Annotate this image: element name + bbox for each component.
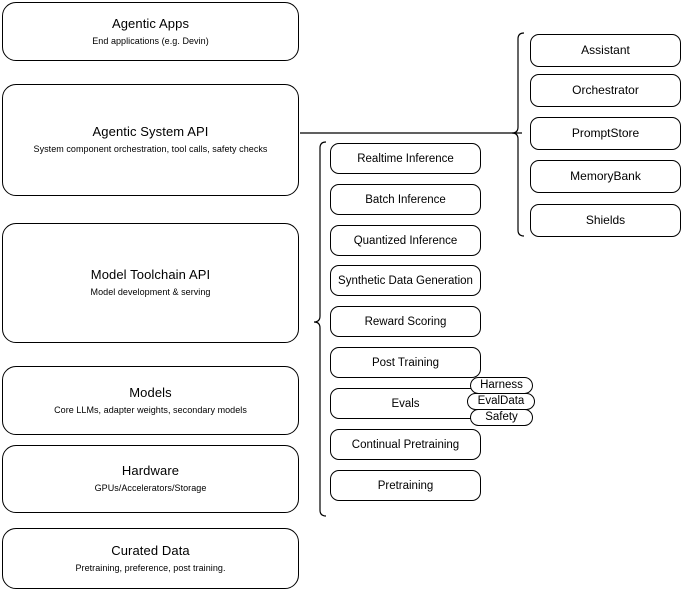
system-component-label: Shields: [585, 213, 626, 227]
evals-pill-label: EvalData: [477, 395, 525, 407]
stack-layer-subtitle: GPUs/Accelerators/Storage: [94, 483, 207, 493]
stack-layer-curated-data[interactable]: Curated Data Pretraining, preference, po…: [2, 528, 299, 589]
stack-layer-agentic-apps[interactable]: Agentic Apps End applications (e.g. Devi…: [2, 2, 299, 61]
capability-label: Evals: [391, 397, 420, 410]
evals-pill-label: Safety: [485, 411, 518, 423]
stack-layer-subtitle: End applications (e.g. Devin): [92, 35, 209, 46]
stack-layer-title: Agentic Apps: [111, 15, 190, 31]
capability-continual-pretraining[interactable]: Continual Pretraining: [330, 429, 481, 460]
evals-pill-harness[interactable]: Harness: [470, 377, 533, 394]
capability-post-training[interactable]: Post Training: [330, 347, 481, 378]
stack-layer-model-toolchain-api[interactable]: Model Toolchain API Model development & …: [2, 223, 299, 343]
stack-layer-subtitle: System component orchestration, tool cal…: [33, 144, 268, 154]
system-component-promptstore[interactable]: PromptStore: [530, 117, 681, 150]
capability-label: Pretraining: [377, 479, 434, 492]
capability-label: Reward Scoring: [364, 315, 447, 328]
system-component-assistant[interactable]: Assistant: [530, 34, 681, 67]
capability-evals[interactable]: Evals: [330, 388, 481, 419]
evals-pill-safety[interactable]: Safety: [470, 409, 533, 426]
capability-synthetic-data-generation[interactable]: Synthetic Data Generation: [330, 265, 481, 296]
capability-label: Realtime Inference: [357, 152, 454, 165]
stack-layer-agentic-system-api[interactable]: Agentic System API System component orch…: [2, 84, 299, 196]
capability-label: Batch Inference: [365, 193, 446, 206]
capability-label: Continual Pretraining: [351, 438, 460, 451]
system-component-label: Assistant: [581, 43, 630, 57]
stack-layer-title: Hardware: [121, 463, 180, 478]
system-component-orchestrator[interactable]: Orchestrator: [530, 74, 681, 107]
stack-layer-hardware[interactable]: Hardware GPUs/Accelerators/Storage: [2, 445, 299, 513]
capability-batch-inference[interactable]: Batch Inference: [330, 184, 481, 215]
capability-quantized-inference[interactable]: Quantized Inference: [330, 225, 481, 256]
stack-layer-title: Model Toolchain API: [90, 267, 211, 282]
capability-pretraining[interactable]: Pretraining: [330, 470, 481, 501]
capability-label: Post Training: [371, 356, 440, 369]
system-component-label: MemoryBank: [570, 169, 641, 183]
system-component-shields[interactable]: Shields: [530, 204, 681, 237]
evals-pill-label: Harness: [480, 379, 523, 391]
system-component-memorybank[interactable]: MemoryBank: [530, 160, 681, 193]
capability-reward-scoring[interactable]: Reward Scoring: [330, 306, 481, 337]
stack-layer-title: Curated Data: [111, 542, 190, 558]
stack-layer-subtitle: Pretraining, preference, post training.: [75, 562, 226, 573]
stack-layer-subtitle: Core LLMs, adapter weights, secondary mo…: [54, 404, 247, 415]
stack-layer-title: Agentic System API: [92, 124, 209, 139]
evals-pill-evaldata[interactable]: EvalData: [467, 393, 535, 410]
system-component-label: Orchestrator: [572, 83, 639, 97]
capability-realtime-inference[interactable]: Realtime Inference: [330, 143, 481, 174]
stack-layer-title: Models: [129, 384, 172, 400]
capability-label: Quantized Inference: [353, 234, 458, 247]
stack-layer-subtitle: Model development & serving: [90, 287, 211, 297]
system-component-label: PromptStore: [571, 126, 640, 140]
stack-layer-models[interactable]: Models Core LLMs, adapter weights, secon…: [2, 366, 299, 435]
capability-label: Synthetic Data Generation: [338, 274, 473, 287]
